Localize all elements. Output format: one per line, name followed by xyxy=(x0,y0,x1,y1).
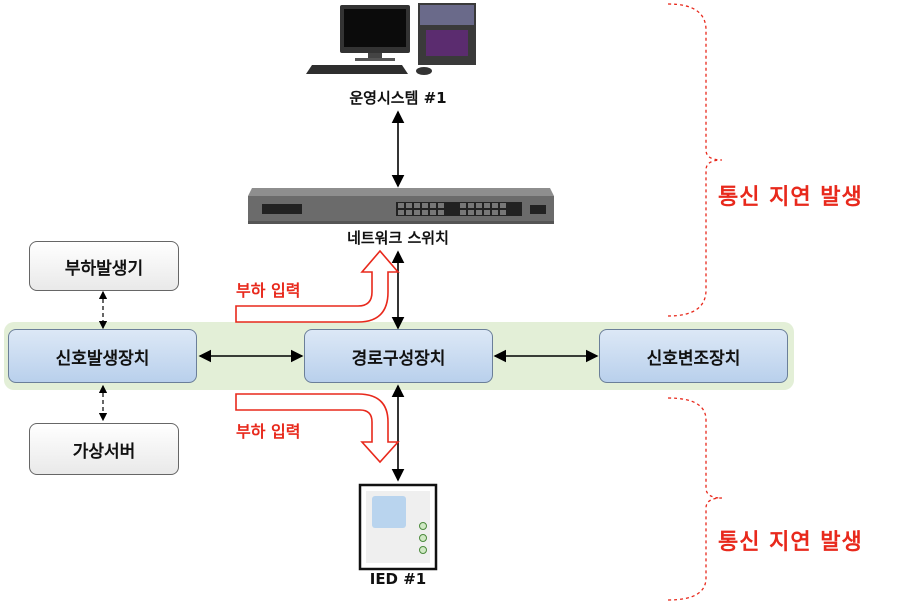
signal-generator-box[interactable]: 신호발생장치 xyxy=(8,329,197,383)
signal-converter-box[interactable]: 신호변조장치 xyxy=(599,329,788,383)
network-switch-label: 네트워크 스위치 xyxy=(347,229,449,247)
delay-top-label: 통신 지연 발생 xyxy=(718,185,863,210)
load-input-top-label: 부하 입력 xyxy=(236,281,301,300)
ops-system-label: 운영시스템 #1 xyxy=(349,89,447,107)
ied-label: IED #1 xyxy=(369,570,427,588)
load-input-bottom-label: 부하 입력 xyxy=(236,422,301,441)
load-arrow-top xyxy=(235,249,400,323)
desktop-computer-icon xyxy=(306,3,476,75)
network-switch-icon xyxy=(248,188,554,224)
load-generator-box[interactable]: 부하발생기 xyxy=(29,241,179,291)
brace-bottom xyxy=(667,397,723,601)
load-arrow-bottom xyxy=(235,393,400,464)
ied-device-icon xyxy=(358,483,438,571)
delay-bottom-label: 통신 지연 발생 xyxy=(718,530,863,555)
brace-top xyxy=(667,3,723,317)
route-config-box[interactable]: 경로구성장치 xyxy=(304,329,493,383)
virtual-server-box[interactable]: 가상서버 xyxy=(29,423,179,475)
